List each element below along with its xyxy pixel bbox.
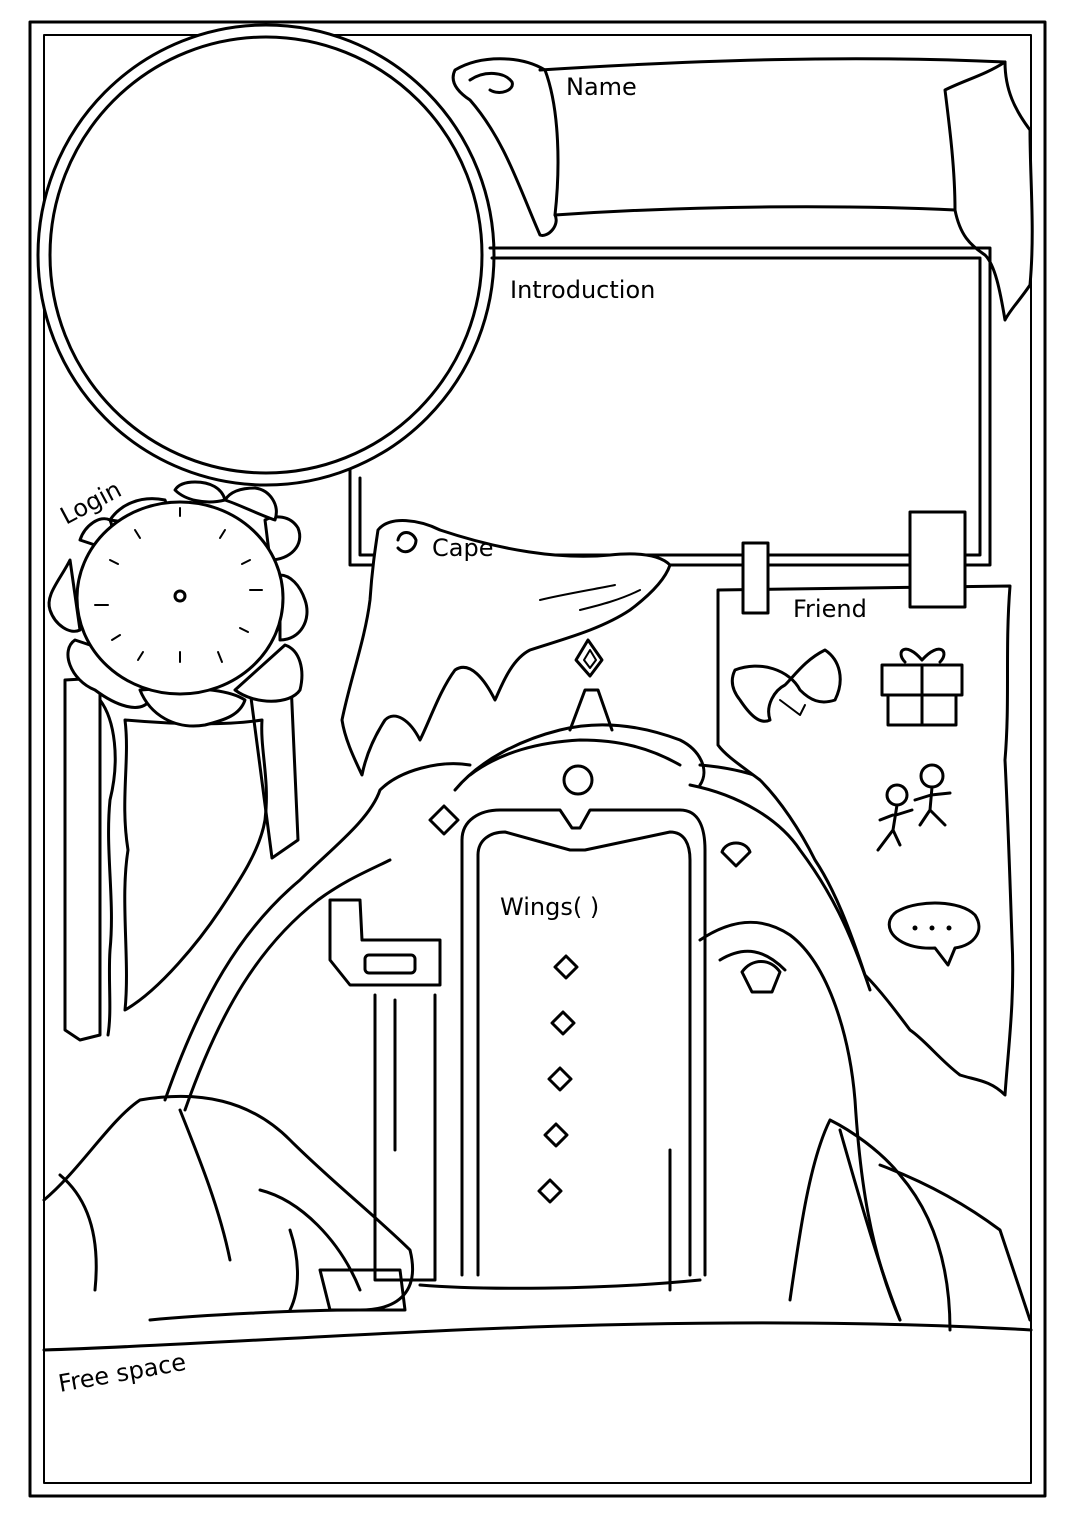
wings-label: Wings( ) [500, 893, 599, 921]
gift-icon [880, 647, 964, 727]
inner-frame [43, 34, 1032, 1484]
wing-level-diamond [547, 1066, 573, 1092]
name-label: Name [566, 73, 637, 101]
avatar-frame [36, 23, 496, 487]
cape-banner: Cape [340, 519, 672, 777]
right-rocks [788, 1118, 1032, 1332]
handshake-icon [730, 648, 842, 723]
wing-level-markers [537, 954, 579, 1204]
name-scroll: Name [451, 57, 1034, 322]
introduction-board: Introduction [348, 246, 992, 567]
login-wreath: Login [47, 475, 309, 1042]
wing-level-diamond [537, 1178, 563, 1204]
friends-icon [876, 763, 952, 852]
friend-label: Friend [793, 595, 867, 623]
wing-level-diamond [543, 1122, 569, 1148]
outer-frame [28, 20, 1047, 1498]
left-rocks [42, 1094, 415, 1322]
friend-board: Friend [716, 510, 1015, 1097]
free-space-divider [42, 1321, 1033, 1352]
chat-bubble-icon [887, 901, 981, 967]
free-space-label: Free space [56, 1348, 188, 1398]
wing-level-diamond [553, 954, 579, 980]
cape-label: Cape [432, 534, 493, 562]
introduction-label: Introduction [510, 276, 655, 304]
wing-level-diamond [550, 1010, 576, 1036]
